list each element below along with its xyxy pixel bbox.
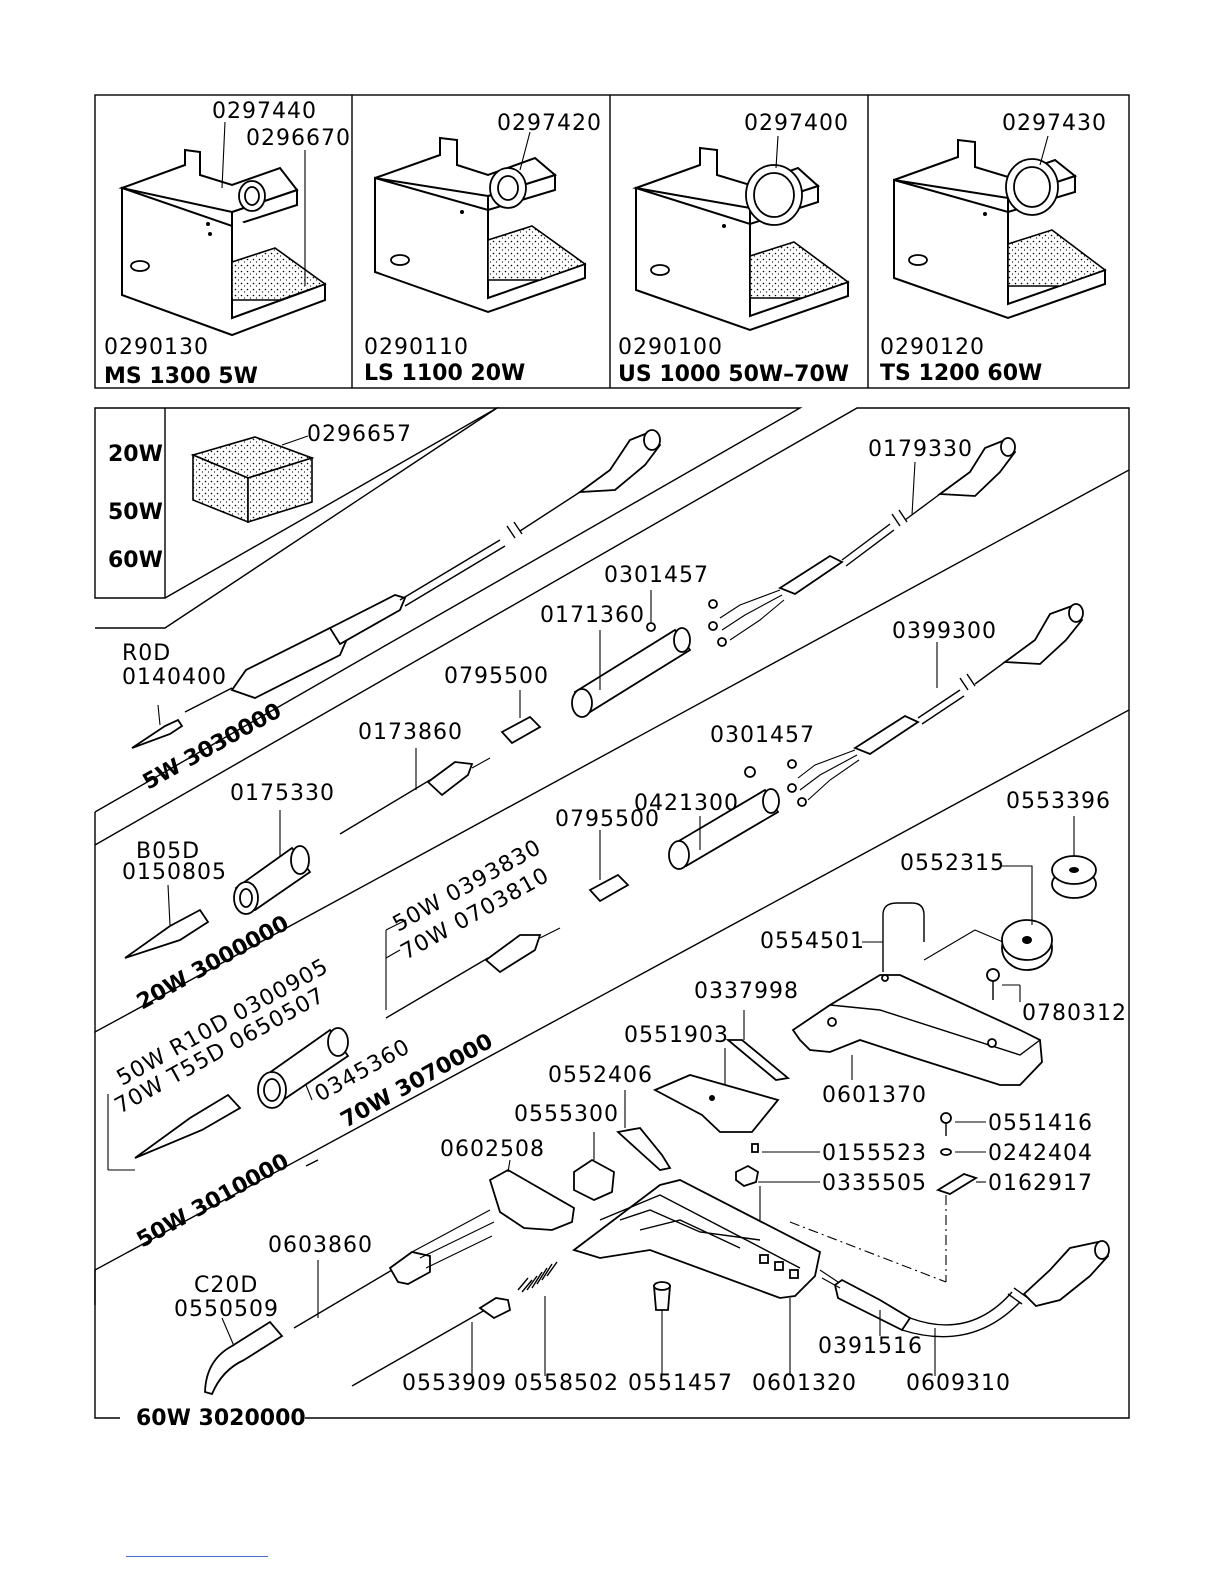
sponge-drawing [190,435,315,524]
part-bracket: 0554501 [760,929,865,954]
iron-5w-part-clip: 0795500 [444,664,549,689]
set-dash [305,1159,319,1167]
footer-link-underline[interactable] [126,1556,268,1557]
sponge-part-no: 0296657 [307,422,412,447]
iron-20w-part-clip: 0795500 [555,807,660,832]
stand-1-model: MS 1300 5W [104,364,258,389]
iron-20w-tip-no: 0150805 [122,860,227,885]
stand-2-model: LS 1100 20W [364,361,525,386]
part-solder-reel: 0553396 [1006,789,1111,814]
part-plate: 0551903 [624,1023,729,1048]
part-sleeve: 0551457 [628,1371,733,1396]
stand-ls1100-drawing [374,131,587,314]
part-screw-3: 0155523 [822,1141,927,1166]
part-screw: 0780312 [1022,1001,1127,1026]
stand-4-part-no: 0290120 [880,335,985,360]
stand-3-part-no: 0290100 [618,335,723,360]
iron-5w-drawing [131,429,662,749]
part-screw-2: 0551416 [988,1111,1093,1136]
iron-20w-part-screw: 0301457 [710,723,815,748]
part-pin: 0553909 [402,1371,507,1396]
stand-4-top-part: 0297430 [1002,111,1107,136]
stand-3-model: US 1000 50W–70W [618,362,849,387]
iron-5w-part-screw: 0301457 [604,563,709,588]
stand-4-model: TS 1200 60W [880,361,1042,386]
stand-1-part-no: 0290130 [104,335,209,360]
part-cable-sleeve: 0391516 [818,1334,923,1359]
part-switch: 0602508 [440,1137,545,1162]
stand-2-part-no: 0290110 [364,335,469,360]
part-heater: 0603860 [268,1233,373,1258]
part-lever: 0552406 [548,1063,653,1088]
stand-ts1200-drawing [893,135,1107,320]
stand-us1000-drawing [632,135,850,332]
iron-5w-tip-no: 0140400 [122,665,227,690]
stand-1-top-part-1: 0297440 [212,99,317,124]
stand-3-top-part: 0297400 [744,111,849,136]
iron-20w-part-cable: 0399300 [892,619,997,644]
part-holder: 0555300 [514,1102,619,1127]
iron-60w-tip-name: C20D [194,1273,258,1298]
iron-20w-drawing [124,603,1084,959]
iron-20w-part-tube: 0175330 [230,781,335,806]
iron-60w-set: 60W 3020000 [136,1406,306,1431]
stand-1-top-part-2: 0296670 [246,126,351,151]
part-upper-shell: 0601370 [822,1083,927,1108]
iron-20w-tip-name: B05D [136,839,200,864]
iron-5w-part-cable: 0179330 [868,437,973,462]
iron-50w-drawing [107,919,561,1171]
part-spring-clip: 0337998 [694,979,799,1004]
part-nut: 0335505 [822,1171,927,1196]
iron-panels-frame [94,407,1130,1419]
part-spring: 0558502 [514,1371,619,1396]
stand-2-top-part: 0297420 [497,111,602,136]
stand-ms1300-drawing [118,121,327,337]
iron-5w-parts-drawing [339,437,1017,835]
sponge-wattage-3: 60W [108,548,163,573]
iron-60w-tip-no: 0550509 [174,1297,279,1322]
part-cable: 0609310 [906,1371,1011,1396]
iron-20w-part-sleeve: 0421300 [634,791,739,816]
iron-5w-part-sleeve: 0171360 [540,603,645,628]
part-solder: 0552315 [900,851,1005,876]
part-lower-shell: 0601320 [752,1371,857,1396]
iron-5w-part-heater: 0173860 [358,720,463,745]
iron-60w-drawing [204,816,1110,1396]
sponge-wattage-1: 20W [108,442,163,467]
stands-row: 0297440 0296670 0290130 MS 1300 5W 02974… [94,94,1130,389]
part-clamp: 0162917 [988,1171,1093,1196]
sponge-wattage-2: 50W [108,500,163,525]
iron-5w-tip-name: R0D [122,641,171,666]
part-washer: 0242404 [988,1141,1093,1166]
